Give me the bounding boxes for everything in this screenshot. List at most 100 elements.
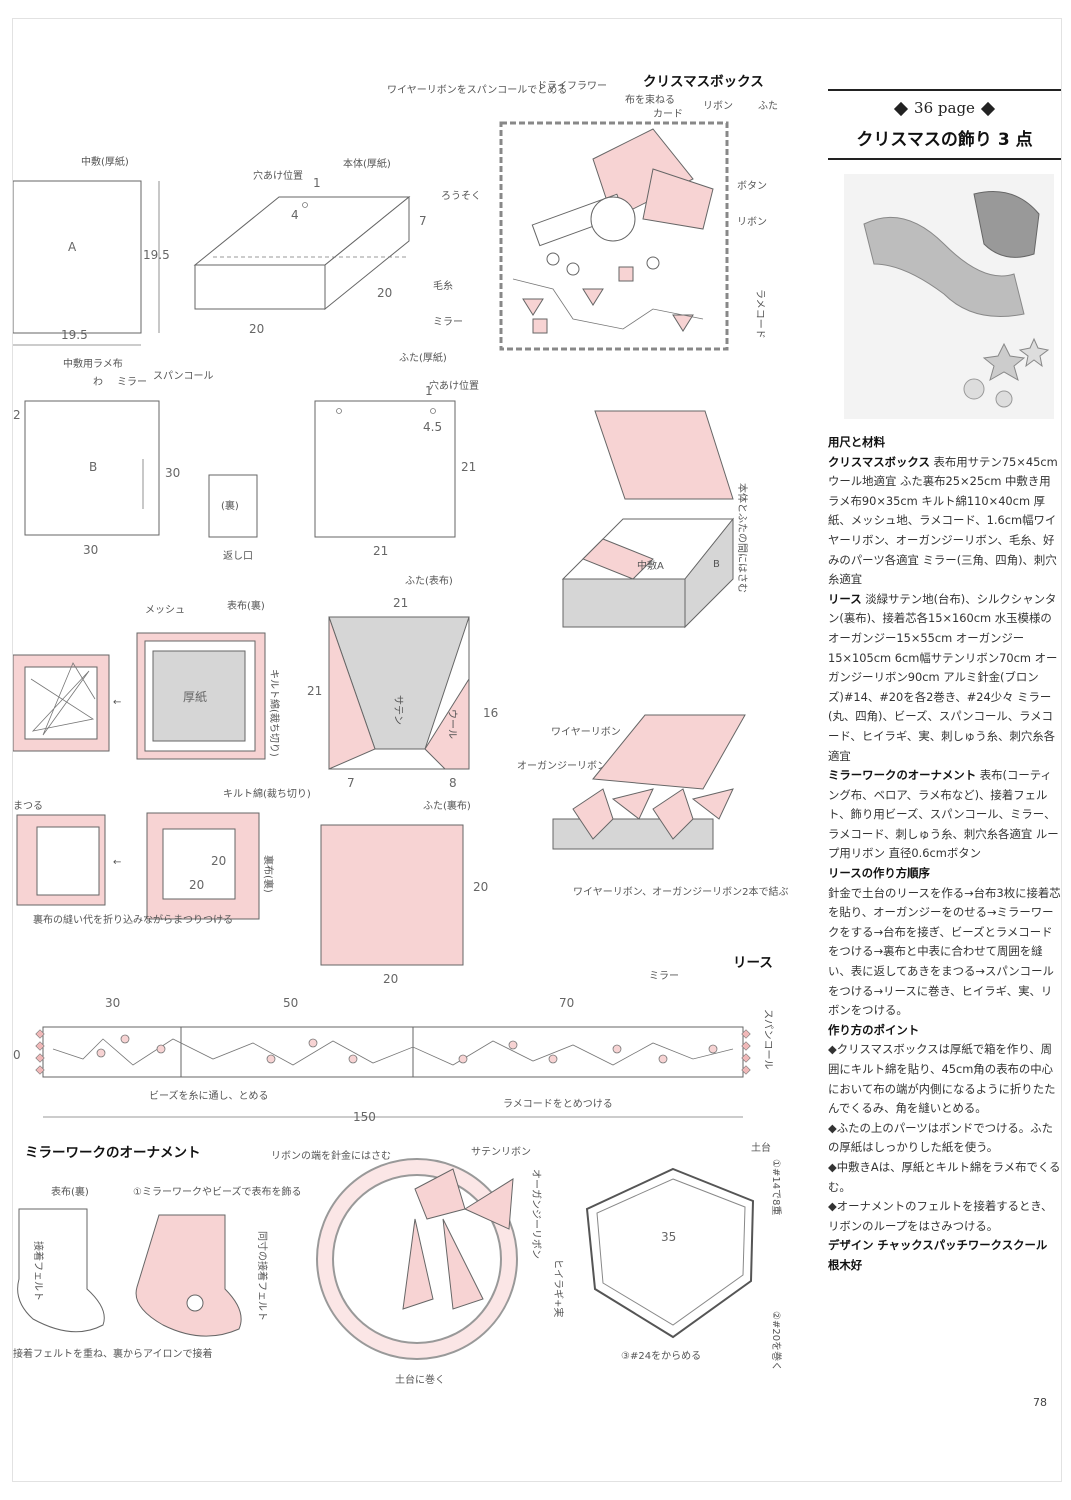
svg-text:←: ← bbox=[113, 857, 121, 868]
label-wind-base: 土台に巻く bbox=[395, 1373, 445, 1386]
label-kaeshiguchi: 返し口 bbox=[223, 550, 253, 562]
page-reference: 36 page bbox=[828, 89, 1061, 117]
materials-text: 用尺と材料 クリスマスボックス 表布用サテン75×45cm ウール地適宜 ふた裏… bbox=[828, 433, 1061, 1276]
dim-19-5-h: 19.5 bbox=[61, 328, 88, 342]
note-lame: ラメコードをとめつける bbox=[503, 1098, 613, 1110]
label-hontai-futa: 本体とふたの間にはさむ bbox=[736, 483, 749, 593]
materials-item: クリスマスボックス 表布用サテン75×45cm ウール地適宜 ふた裏布25×25… bbox=[828, 453, 1061, 590]
dim-30-h: 30 bbox=[83, 543, 98, 557]
label-card: カード bbox=[653, 108, 683, 120]
box-front bbox=[194, 264, 326, 310]
tied-box-lid bbox=[592, 714, 746, 790]
open-box-front bbox=[562, 578, 686, 628]
dim-21-h: 21 bbox=[373, 544, 388, 558]
point-item: ◆オーナメントのフェルトを接着するとき、リボンのループをはさみつける。 bbox=[828, 1199, 1053, 1233]
label-quilt-cut-2: キルト綿(裁ち切り) bbox=[223, 787, 311, 800]
pattern-futa bbox=[314, 400, 456, 538]
material-item-name: リース bbox=[828, 591, 862, 606]
label-wire-20: ②#20を巻く bbox=[770, 1311, 782, 1371]
materials-heading: 用尺と材料 bbox=[828, 435, 885, 449]
label-satin-ribbon: サテンリボン bbox=[471, 1146, 531, 1158]
dim-30-v: 30 bbox=[165, 466, 180, 480]
wreath-strip bbox=[42, 1026, 744, 1078]
label-step-1: ①ミラーワークやビーズで表布を飾る bbox=[133, 1185, 301, 1198]
label-button: ボタン bbox=[737, 180, 767, 192]
label-hontai: 本体(厚紙) bbox=[343, 157, 391, 170]
label-wire-14: ①#14で8重 bbox=[770, 1159, 783, 1215]
label-mirror: ミラー bbox=[117, 376, 147, 388]
label-futa-hyofu: ふた(表布) bbox=[405, 574, 453, 587]
material-item-text: 淡緑サテン地(台布)、シルクシャンタン(裏布)、接着芯各15×160cm 水玉模… bbox=[828, 591, 1058, 763]
dim-8: 8 bbox=[449, 776, 457, 790]
label-spangle: スパンコール bbox=[153, 370, 214, 382]
label-futa-urafu: ふた(裏布) bbox=[423, 799, 471, 812]
label-matsuru: まつる bbox=[13, 800, 43, 812]
label-futa: ふた bbox=[758, 100, 778, 112]
design-name: チャックスパッチワークスクール 根木好 bbox=[828, 1238, 1048, 1272]
label-urafu-ura: 裏布(裏) bbox=[262, 855, 275, 893]
note-ornament: 接着フェルトを重ね、裏からアイロンで接着 bbox=[13, 1347, 213, 1360]
section-title-box: クリスマスボックス bbox=[643, 74, 764, 90]
label-mirror-2: ミラー bbox=[433, 316, 463, 328]
material-item-name: ミラーワークのオーナメント bbox=[828, 768, 977, 783]
label-ribbon-2: リボン bbox=[737, 216, 767, 228]
label-wreath-spangle: スパンコール bbox=[762, 1009, 774, 1070]
dim-10: 0 bbox=[13, 1048, 21, 1062]
dim-21-left: 21 bbox=[307, 684, 322, 698]
dim-20-b: 20 bbox=[249, 322, 264, 336]
dim-50: 50 bbox=[283, 996, 298, 1010]
article-sidebar: 36 page クリスマスの飾り 3 点 用尺と材料 クリスマスボックス 表布用… bbox=[828, 89, 1061, 1276]
dim-21-top: 21 bbox=[393, 596, 408, 610]
label-wa-1: わ bbox=[93, 376, 103, 388]
points-heading: 作り方のポイント bbox=[828, 1022, 920, 1037]
diamond-bullet-icon bbox=[980, 101, 996, 117]
dim-7-b: 7 bbox=[347, 776, 355, 790]
section-title-wreath: リース bbox=[733, 955, 773, 971]
page-ref-text: 36 page bbox=[914, 99, 975, 117]
diamond-bullet-icon bbox=[893, 101, 909, 117]
page-number: 78 bbox=[1033, 1396, 1047, 1409]
bow-left bbox=[572, 788, 614, 840]
label-ana-pos: 穴あけ位置 bbox=[253, 169, 303, 182]
dim-70: 70 bbox=[559, 996, 574, 1010]
label-lame-cord: ラメコード bbox=[754, 289, 766, 339]
dim-35: 35 bbox=[661, 1230, 676, 1244]
material-item-text: 表布用サテン75×45cm ウール地適宜 ふた裏布25×25cm 中敷き用ラメ布… bbox=[828, 454, 1058, 587]
label-candle: ろうそく bbox=[441, 190, 481, 202]
label-wreath-mirror: ミラー bbox=[649, 970, 679, 982]
label-ana-pos-2: 穴あけ位置 bbox=[429, 379, 479, 392]
wreath-base-wire bbox=[585, 1167, 755, 1339]
label-a: A bbox=[68, 240, 77, 254]
label-wire-24: ③#24をからめる bbox=[621, 1350, 701, 1362]
note-wire-ribbon: ワイヤーリボンをスパンコールでとめる bbox=[387, 84, 567, 96]
label-ribbon-end: リボンの端を針金にはさむ bbox=[271, 1149, 391, 1162]
dim-2: 2 bbox=[13, 408, 21, 422]
label-nakashiki-lame: 中敷用ラメ布 bbox=[63, 357, 123, 370]
dim-7: 7 bbox=[419, 214, 427, 228]
box-side bbox=[324, 195, 410, 311]
label-organdy: オーガンジーリボン bbox=[530, 1169, 542, 1259]
point-item: ◆ふたの上のパーツはボンドでつける。ふたの厚紙はしっかりした紙を使う。 bbox=[828, 1120, 1053, 1155]
label-futa-atsugami: ふた(厚紙) bbox=[399, 351, 447, 364]
material-item-text: 表布(コーティング布、ベロア、ラメ布など)、接着フェルト、飾り用ビーズ、スパンコ… bbox=[828, 768, 1059, 861]
label-omote-ura: 表布(裏) bbox=[51, 1185, 89, 1198]
page: クリスマスボックス ふた 中敷(厚紙) A 19.5 19.5 本体(厚紙) 穴… bbox=[12, 18, 1062, 1482]
label-holly: ヒイラギ+実 bbox=[552, 1259, 565, 1317]
label-wire-ribbon: ワイヤーリボン bbox=[551, 726, 621, 738]
bow-right bbox=[652, 788, 694, 840]
point-item: ◆クリスマスボックスは厚紙で箱を作り、周囲にキルト綿を貼り、45cm角の表布の中… bbox=[828, 1042, 1056, 1116]
dim-30: 30 bbox=[105, 996, 120, 1010]
dim-16: 16 bbox=[483, 706, 498, 720]
dim-20-f: 20 bbox=[383, 972, 398, 986]
design-heading: デザイン bbox=[828, 1238, 874, 1253]
label-mesh: メッシュ bbox=[145, 605, 185, 616]
dim-4: 4 bbox=[291, 208, 299, 222]
pouch bbox=[208, 474, 258, 538]
label-b-2: B bbox=[713, 559, 720, 570]
label-atsugami: 厚紙 bbox=[183, 689, 207, 704]
ornament-felt-shape bbox=[17, 1208, 105, 1333]
label-felt-2: 同寸の接着フェルト bbox=[256, 1231, 269, 1321]
label-ribbon-1: リボン bbox=[703, 100, 733, 112]
dim-1-b: 1 bbox=[425, 384, 433, 398]
svg-text:←: ← bbox=[113, 697, 121, 708]
